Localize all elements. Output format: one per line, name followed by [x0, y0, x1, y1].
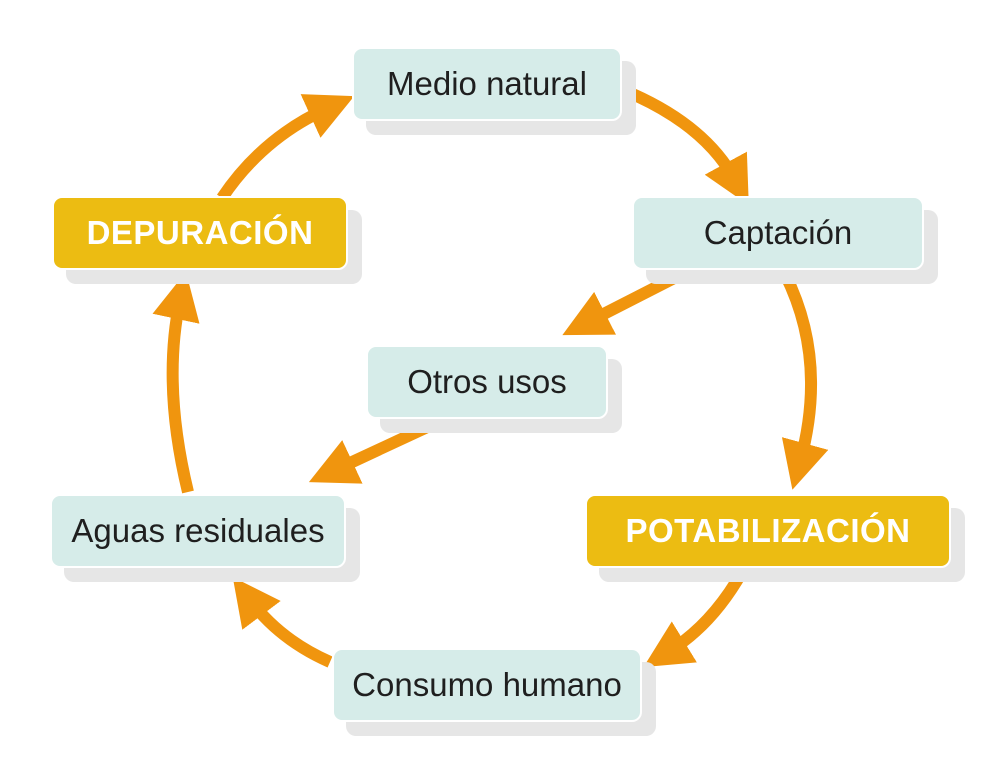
node-consumo-humano: Consumo humano: [332, 648, 642, 722]
arrow-depuracion-to-medio: [217, 94, 355, 202]
node-otros-usos: Otros usos: [366, 345, 608, 419]
arrow-potabilizacion-to-consumo: [643, 569, 748, 668]
node-label: Otros usos: [407, 363, 567, 400]
node-depuracion: DEPURACIÓN: [52, 196, 348, 270]
arrow-consumo-to-aguas: [232, 576, 333, 668]
arrow-captacion-to-otros: [562, 268, 685, 336]
arrow-aguas-to-depuracion: [152, 271, 200, 494]
node-label: Captación: [703, 214, 853, 251]
arrow-otros-to-aguas: [308, 416, 441, 484]
node-label: DEPURACIÓN: [86, 214, 314, 251]
arrow-captacion-to-potabilizacion: [779, 271, 829, 490]
node-label: POTABILIZACIÓN: [625, 512, 911, 549]
node-label: Medio natural: [387, 65, 587, 102]
node-label: Consumo humano: [352, 666, 622, 703]
arrow-medio-to-captacion: [625, 86, 749, 206]
node-captacion: Captación: [632, 196, 924, 270]
node-medio-natural: Medio natural: [352, 47, 622, 121]
node-potabilizacion: POTABILIZACIÓN: [585, 494, 951, 568]
node-aguas-residuales: Aguas residuales: [50, 494, 346, 568]
node-label: Aguas residuales: [71, 512, 325, 549]
